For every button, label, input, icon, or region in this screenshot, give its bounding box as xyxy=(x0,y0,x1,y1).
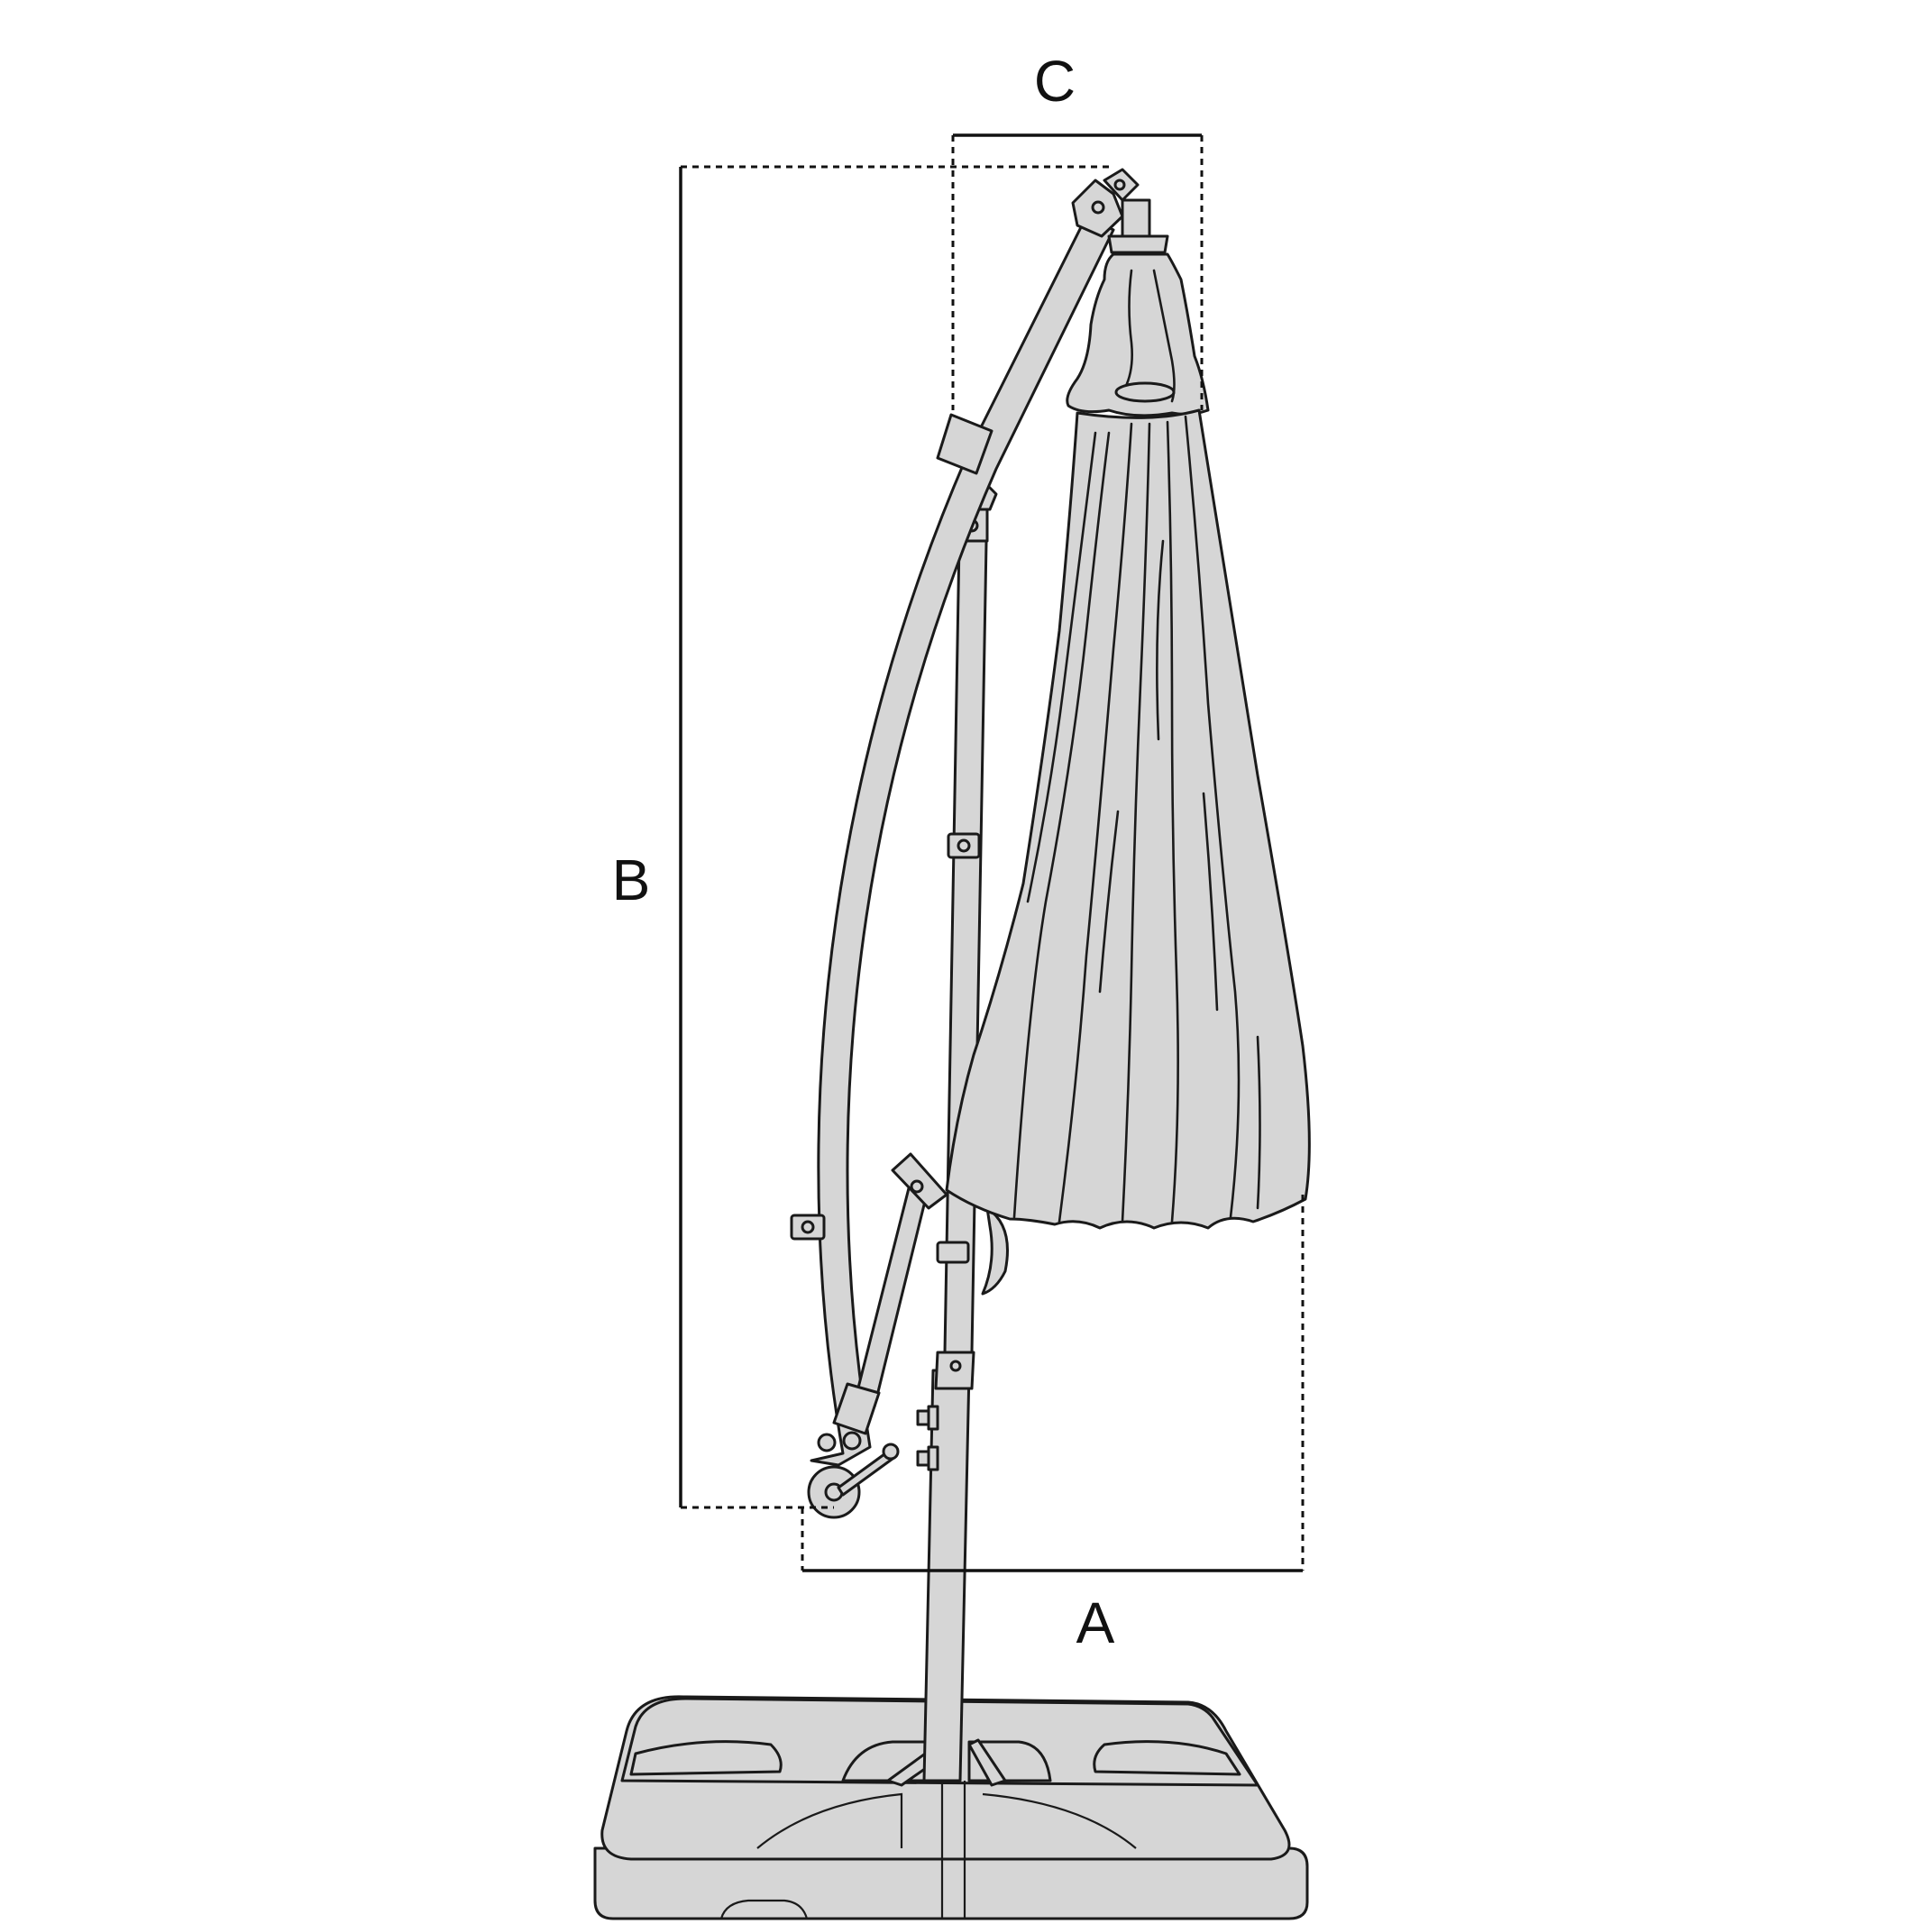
dimension-a-label: A xyxy=(1076,1590,1115,1655)
dimension-c: C xyxy=(951,49,1204,410)
arched-arm xyxy=(790,168,1140,1467)
dimension-a: A xyxy=(801,1195,1305,1655)
closed-canopy xyxy=(945,198,1311,1230)
dimension-c-label: C xyxy=(1034,49,1076,114)
dimension-b: B xyxy=(612,165,1113,1509)
crank-mechanism xyxy=(807,1152,1009,1519)
dimension-b-label: B xyxy=(612,847,651,912)
